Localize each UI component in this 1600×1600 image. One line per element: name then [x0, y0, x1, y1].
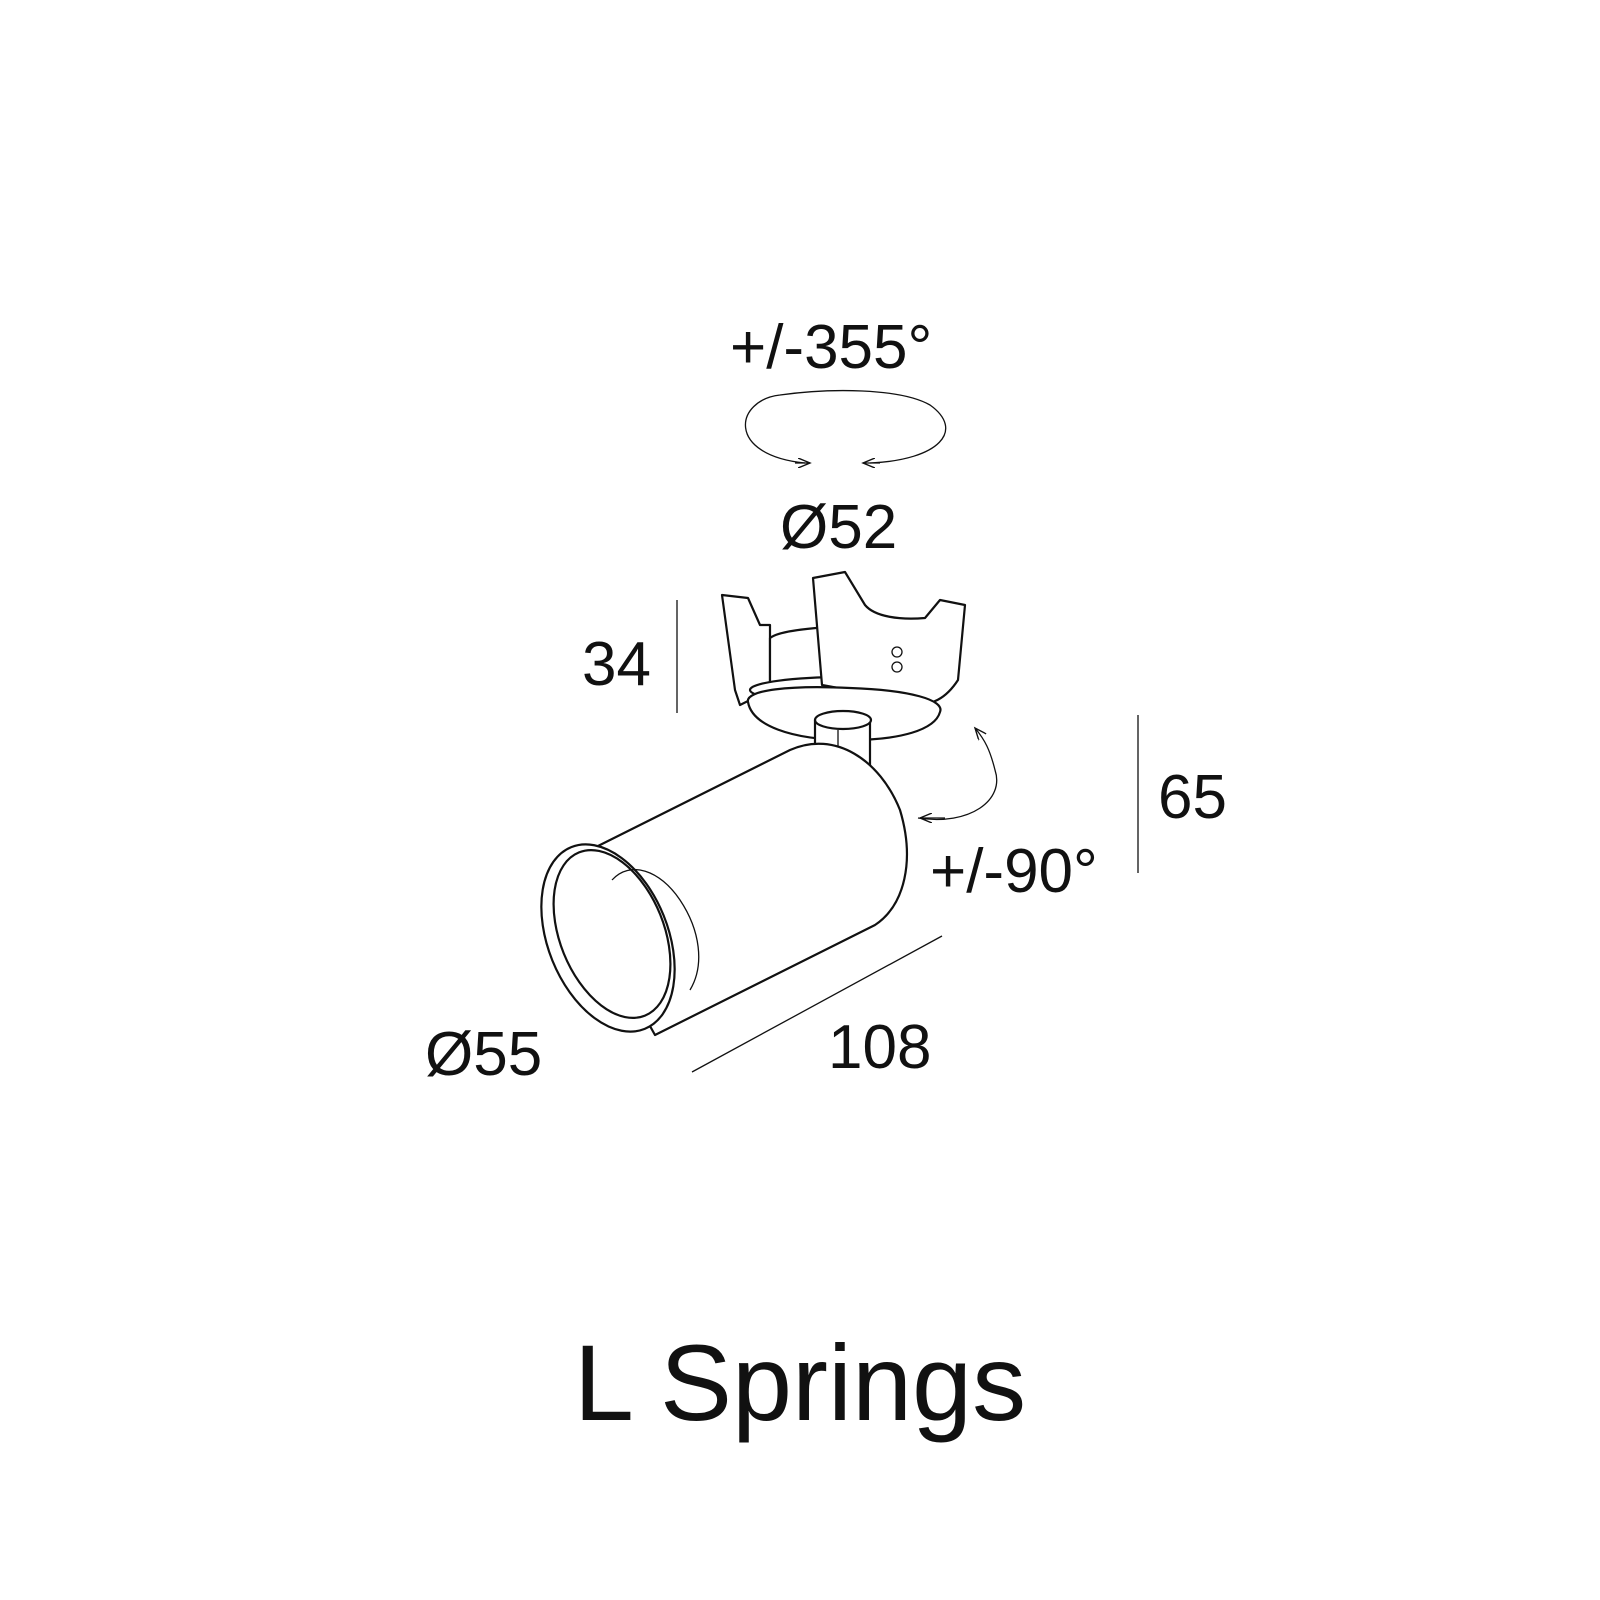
tilt-rotation-indicator	[917, 728, 998, 819]
rotation-pan-label: +/-355°	[730, 313, 932, 382]
pan-rotation-indicator	[744, 389, 947, 463]
tilt-label: +/-90°	[930, 837, 1098, 906]
spring-clip-right	[811, 570, 967, 705]
diameter-head-label: Ø55	[425, 1020, 542, 1089]
product-title: L Springs	[574, 1322, 1026, 1443]
dimension-lines	[676, 600, 1139, 1073]
height-total-label: 65	[1158, 763, 1227, 832]
spot-head	[540, 742, 908, 1037]
height-mount-label: 34	[582, 630, 651, 699]
length-label: 108	[828, 1013, 931, 1082]
diameter-top-label: Ø52	[780, 493, 897, 562]
